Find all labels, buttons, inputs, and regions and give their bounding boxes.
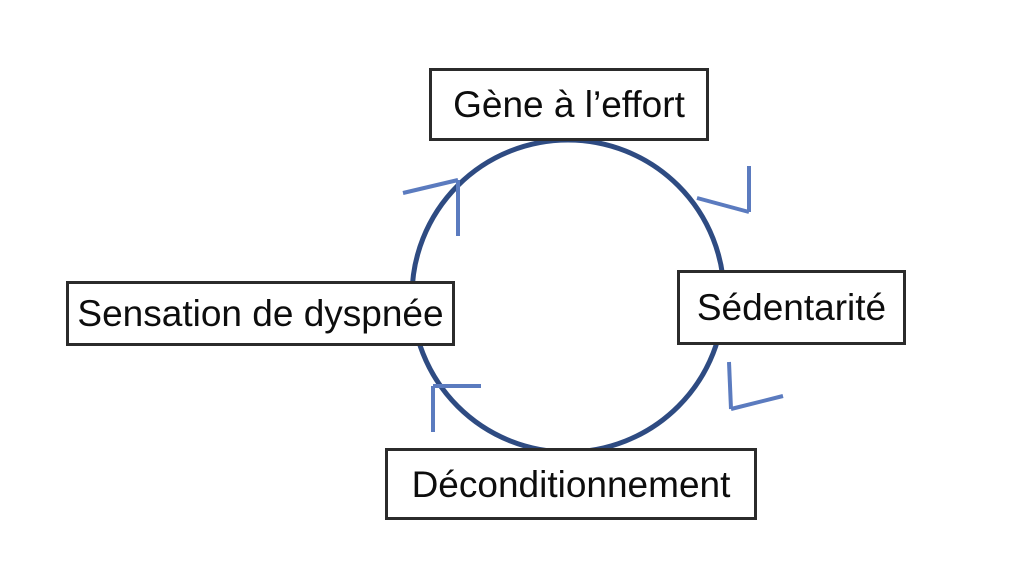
arrowhead-to-gene — [402, 178, 460, 236]
node-label-sensation-de-dyspnee: Sensation de dyspnée — [77, 293, 444, 334]
arrowhead-to-dyspnee — [431, 384, 481, 432]
node-box-deconditionnement[interactable]: Déconditionnement — [385, 448, 757, 520]
node-label-sedentarite: Sédentarité — [696, 287, 887, 328]
node-box-sedentarite[interactable]: Sédentarité — [677, 270, 906, 345]
node-label-gene-a-l-effort: Gène à l’effort — [453, 84, 685, 125]
node-box-sensation-de-dyspnee[interactable]: Sensation de dyspnée — [66, 281, 455, 346]
arrowhead-to-sedentarite — [696, 166, 751, 214]
arrowhead-to-deconditionnement — [727, 361, 784, 411]
node-label-deconditionnement: Déconditionnement — [411, 463, 731, 505]
node-box-gene-a-l-effort[interactable]: Gène à l’effort — [429, 68, 709, 141]
